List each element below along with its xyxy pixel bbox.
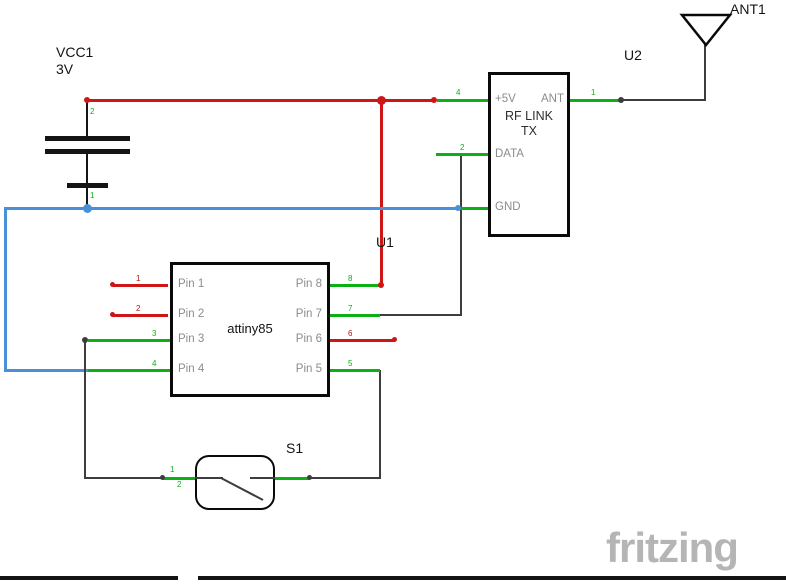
rf-title-line2: TX xyxy=(521,124,537,138)
rf-data-label: DATA xyxy=(495,148,524,160)
battery-top-pin[interactable] xyxy=(86,101,88,136)
wire-red-vcc-rail[interactable] xyxy=(86,99,435,102)
mcu-pin2-label: Pin 2 xyxy=(178,308,205,320)
pin-num-rf-data: 2 xyxy=(460,143,465,152)
wire-black-data-vertical[interactable] xyxy=(460,155,462,315)
pin-switch-1[interactable] xyxy=(163,477,195,480)
pin-mcu-5[interactable] xyxy=(330,369,380,372)
wire-black-switch-right[interactable] xyxy=(309,477,381,479)
mcu-pin5-label: Pin 5 xyxy=(295,363,322,375)
mcu-name-label: attiny85 xyxy=(227,321,273,336)
switch-lever-icon xyxy=(195,477,275,501)
battery-plate-3[interactable] xyxy=(67,183,108,188)
wire-blue-left-vertical[interactable] xyxy=(4,207,7,371)
antenna-icon[interactable] xyxy=(678,12,734,48)
pin-num-rf-5v: 4 xyxy=(456,88,461,97)
endpoint-dot-switch-right xyxy=(307,475,312,480)
switch-ref-label: S1 xyxy=(286,440,304,456)
rf-ref-label: U2 xyxy=(624,47,642,63)
bottom-artifact-right xyxy=(198,576,786,580)
pin-num-mcu-4: 4 xyxy=(152,359,157,368)
pin-num-mcu-2: 2 xyxy=(136,304,141,313)
battery-value-label: 3V xyxy=(56,61,74,77)
wire-red-stub-pin6[interactable] xyxy=(330,339,395,342)
pin-num-mcu-1: 1 xyxy=(136,274,141,283)
battery-bottom-pin[interactable] xyxy=(86,188,88,208)
endpoint-dot-5v xyxy=(431,97,437,103)
mcu-pin4-label: Pin 4 xyxy=(178,363,205,375)
pin-rf-gnd[interactable] xyxy=(457,207,488,210)
rf-gnd-label: GND xyxy=(495,201,521,213)
switch-body[interactable] xyxy=(195,455,275,510)
mcu-ref-label: U1 xyxy=(376,234,394,250)
mcu-pin6-label: Pin 6 xyxy=(295,333,322,345)
battery-ref-label: VCC1 xyxy=(56,44,94,60)
pin-num-switch-2: 2 xyxy=(177,480,182,489)
wire-blue-to-pin4[interactable] xyxy=(4,369,89,372)
pin-num-mcu-3: 3 xyxy=(152,329,157,338)
mcu-pin8-label: Pin 8 xyxy=(295,278,322,290)
endpoint-dot-pin8 xyxy=(378,282,384,288)
wire-red-vcc-to-pin8[interactable] xyxy=(380,99,383,286)
endpoint-dot-ant xyxy=(618,97,624,103)
rf-module-body[interactable]: +5V ANT RF LINK TX DATA GND xyxy=(488,72,570,237)
endpoint-dot-gnd-pin xyxy=(455,205,461,211)
pin-num-switch-1: 1 xyxy=(170,465,175,474)
battery-cell-link[interactable] xyxy=(86,154,88,183)
rf-5v-label: +5V xyxy=(495,93,516,105)
pin-num-mcu-7: 7 xyxy=(348,304,353,313)
mcu-pin1-label: Pin 1 xyxy=(178,278,205,290)
endpoint-dot-stub1 xyxy=(110,282,115,287)
endpoint-dot-stub2 xyxy=(110,312,115,317)
mcu-pin3-label: Pin 3 xyxy=(178,333,205,345)
junction-dot-vcc xyxy=(377,96,386,105)
pin-mcu-7[interactable] xyxy=(330,314,380,317)
wire-red-stub-pin2[interactable] xyxy=(113,314,168,317)
wire-black-pin5-vertical[interactable] xyxy=(379,370,381,478)
pin-mcu-4[interactable] xyxy=(88,369,170,372)
endpoint-dot-stub6 xyxy=(392,337,397,342)
wire-black-ant-horizontal[interactable] xyxy=(620,99,705,101)
wire-black-pin3-vertical[interactable] xyxy=(84,340,86,478)
pin-rf-data[interactable] xyxy=(436,153,488,156)
wire-blue-gnd-rail[interactable] xyxy=(4,207,458,210)
pin-rf-5v[interactable] xyxy=(437,99,488,102)
pin-mcu-3[interactable] xyxy=(88,339,170,342)
pin-switch-2[interactable] xyxy=(275,477,309,480)
pin-num-battery-top: 2 xyxy=(90,107,95,116)
endpoint-dot-switch-left xyxy=(160,475,165,480)
pin-mcu-8[interactable] xyxy=(330,284,382,287)
junction-dot-gnd xyxy=(83,204,92,213)
wire-red-stub-pin1[interactable] xyxy=(113,284,168,287)
mcu-pin7-label: Pin 7 xyxy=(295,308,322,320)
wire-black-pin7-horizontal[interactable] xyxy=(380,314,462,316)
battery-plate-2[interactable] xyxy=(45,149,130,154)
endpoint-dot-pin3 xyxy=(82,337,88,343)
pin-num-mcu-8: 8 xyxy=(348,274,353,283)
wire-black-switch-left[interactable] xyxy=(84,477,163,479)
pin-rf-ant[interactable] xyxy=(570,99,620,102)
pin-num-mcu-5: 5 xyxy=(348,359,353,368)
pin-num-battery-bottom: 1 xyxy=(90,191,95,200)
pin-num-rf-ant: 1 xyxy=(591,88,596,97)
antenna-ref-label: ANT1 xyxy=(730,1,766,17)
rf-title-line1: RF LINK xyxy=(505,109,553,123)
battery-plate-1[interactable] xyxy=(45,136,130,141)
attiny85-body[interactable]: Pin 1 Pin 2 Pin 3 Pin 4 Pin 8 Pin 7 Pin … xyxy=(170,262,330,397)
wire-black-ant-vertical[interactable] xyxy=(704,43,706,101)
fritzing-watermark: fritzing xyxy=(606,524,739,571)
rf-ant-label: ANT xyxy=(541,93,564,105)
bottom-artifact-left xyxy=(0,576,178,580)
pin-num-mcu-6: 6 xyxy=(348,329,353,338)
endpoint-dot-battery-top xyxy=(84,97,90,103)
